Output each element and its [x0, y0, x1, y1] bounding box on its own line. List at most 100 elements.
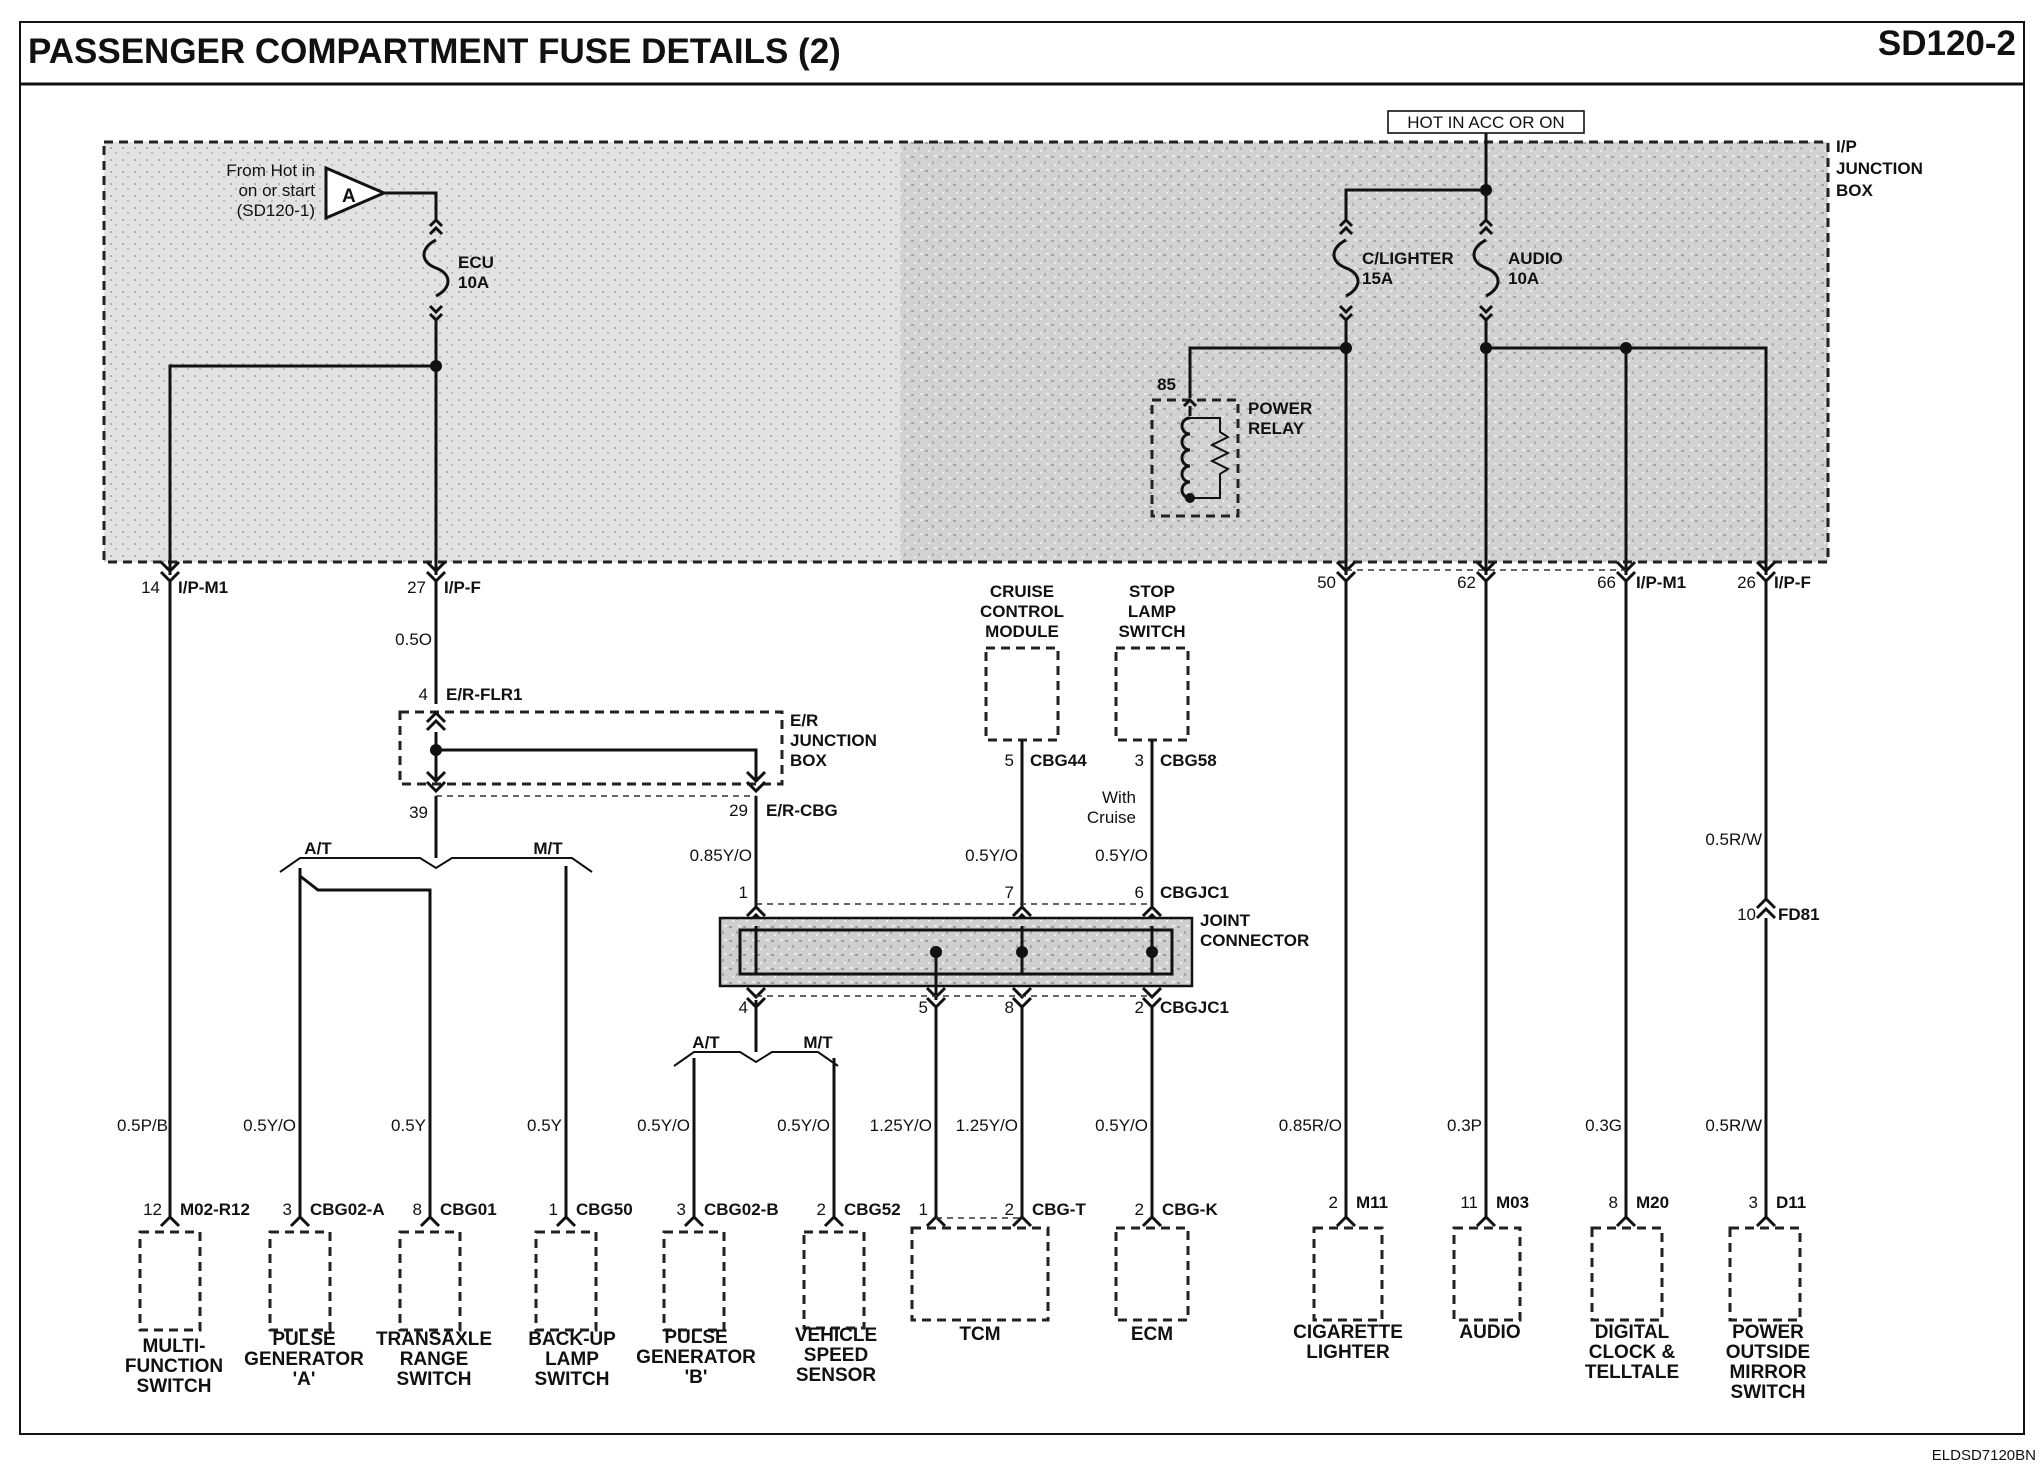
wire-color-05yo-pga: 0.5Y/O — [243, 1116, 296, 1135]
mirror-label-2: OUTSIDE — [1726, 1342, 1810, 1363]
fuse-clighter-top-clip — [1338, 217, 1354, 236]
backup-lamp-switch — [534, 1230, 598, 1332]
power-relay-resistor — [1190, 417, 1231, 499]
wire-ecu-to-m1 — [168, 364, 436, 575]
tcm-module — [910, 1226, 1050, 1322]
wire-color-05yo-cbg58: 0.5Y/O — [1095, 846, 1148, 865]
page-code: SD120-2 — [1878, 24, 2016, 63]
fuse-ecu-rating: 10A — [458, 273, 489, 292]
cig-label-1: CIGARETTE — [1293, 1322, 1403, 1343]
mirror-label-1: POWER — [1732, 1322, 1804, 1343]
stop-lamp-label-1: STOP — [1129, 582, 1175, 601]
pgb-label-2: GENERATOR — [636, 1347, 756, 1368]
mirror-pin: 3 — [1749, 1193, 1758, 1212]
wire-color-05yo-ecm: 0.5Y/O — [1095, 1116, 1148, 1135]
power-relay-label-1: POWER — [1248, 399, 1312, 418]
transaxle-label-1: TRANSAXLE — [376, 1329, 492, 1350]
power-relay-ground-dot — [1185, 493, 1195, 503]
ip-junction-box-shade — [900, 142, 1828, 562]
power-relay-pin: 85 — [1157, 375, 1176, 394]
transaxle-pin: 8 — [413, 1200, 422, 1219]
joint-connector-box — [718, 916, 1194, 988]
vss-connector: CBG52 — [844, 1200, 901, 1219]
ecm-connector: CBG-K — [1162, 1200, 1218, 1219]
with-cruise-1: With — [1102, 788, 1136, 807]
power-outside-mirror-switch — [1728, 1226, 1802, 1322]
jc-pin-1: 1 — [739, 883, 748, 902]
footer-code: ELDSD7120BN — [1932, 1447, 2036, 1464]
audio-label: AUDIO — [1459, 1322, 1520, 1343]
erjb-out-29-name: E/R-CBG — [766, 801, 838, 820]
fuse-clighter-icon — [1332, 238, 1360, 298]
clock-label-2: CLOCK & — [1589, 1342, 1676, 1363]
conn-14-pin: 14 — [141, 578, 160, 597]
conn-50-pin: 50 — [1317, 573, 1336, 592]
digital-clock-telltale — [1590, 1226, 1664, 1322]
fuse-audio-rating: 10A — [1508, 269, 1539, 288]
bottom-terminals — [159, 1214, 1777, 1228]
erjb-out-39-terminal — [425, 770, 447, 794]
er-junction-box — [398, 710, 784, 786]
transaxle-connector: CBG01 — [440, 1200, 497, 1219]
ecm-label: ECM — [1131, 1324, 1173, 1345]
fuse-ecu-icon — [422, 238, 450, 298]
erjb-in-pin: 4 — [419, 685, 428, 704]
conn-14-name: I/P-M1 — [178, 578, 228, 597]
vss-label-3: SENSOR — [796, 1365, 877, 1386]
from-hot-symbol — [324, 165, 388, 221]
backup-pin: 1 — [549, 1200, 558, 1219]
from-hot-line-1: From Hot in — [226, 161, 315, 180]
tcm-pin-b: 2 — [1005, 1200, 1014, 1219]
multifunction-label-1: MULTI- — [143, 1336, 206, 1357]
erjb-in-name: E/R-FLR1 — [446, 685, 523, 704]
erjb-out-39-pin: 39 — [409, 803, 428, 822]
power-relay-terminal — [1182, 397, 1198, 408]
pga-pin: 3 — [283, 1200, 292, 1219]
fuse-clighter-rating: 15A — [1362, 269, 1393, 288]
wire-color-085yo-top: 0.85Y/O — [690, 846, 752, 865]
conn-27-pin: 27 — [407, 578, 426, 597]
jc-splice-7 — [1016, 946, 1028, 958]
tcm-pin-a: 1 — [919, 1200, 928, 1219]
vehicle-speed-sensor — [802, 1230, 866, 1330]
backup-label-2: LAMP — [545, 1349, 599, 1370]
multifunction-pin: 12 — [143, 1200, 162, 1219]
audio-pin: 11 — [1460, 1193, 1478, 1212]
stop-lamp-pin: 3 — [1135, 751, 1144, 770]
joint-connector-bus — [738, 928, 1174, 976]
audio-unit — [1452, 1226, 1522, 1322]
backup-connector: CBG50 — [576, 1200, 633, 1219]
from-hot-line-3: (SD120-1) — [237, 201, 315, 220]
erjb-out-29-terminal — [745, 770, 767, 794]
wire-color-05y-tr: 0.5Y — [391, 1116, 426, 1135]
mirror-connector: D11 — [1776, 1193, 1806, 1212]
backup-label-3: SWITCH — [535, 1369, 610, 1390]
branch-mt-2: M/T — [803, 1033, 833, 1052]
fuse-clighter-name: C/LIGHTER — [1362, 249, 1454, 268]
from-hot-line-2: on or start — [238, 181, 315, 200]
with-cruise-2: Cruise — [1087, 808, 1136, 827]
conn-66-name: I/P-M1 — [1636, 573, 1686, 592]
transaxle-label-3: SWITCH — [397, 1369, 472, 1390]
wire-to-clighter — [1344, 188, 1486, 222]
fuse-audio-top-clip — [1478, 217, 1494, 236]
wire-color-125yo-a: 1.25Y/O — [870, 1116, 932, 1135]
erjb-label-2: JUNCTION — [790, 731, 877, 750]
conn-62-pin: 62 — [1457, 573, 1476, 592]
jc-pin-8: 8 — [1005, 998, 1014, 1017]
stop-lamp-label-2: LAMP — [1128, 602, 1176, 621]
wire-color-05yo-pgb: 0.5Y/O — [637, 1116, 690, 1135]
jc-top-name: CBGJC1 — [1160, 883, 1229, 902]
backup-label-1: BACK-UP — [528, 1329, 616, 1350]
wire-color-05yo-vss: 0.5Y/O — [777, 1116, 830, 1135]
vss-pin: 2 — [817, 1200, 826, 1219]
wire-color-125yo-b: 1.25Y/O — [956, 1116, 1018, 1135]
cruise-module-label-2: CONTROL — [980, 602, 1064, 621]
conn-66-pin: 66 — [1597, 573, 1616, 592]
pga-connector: CBG02-A — [310, 1200, 385, 1219]
ecm-module — [1114, 1226, 1190, 1322]
branch-at-mt-2 — [673, 1051, 839, 1067]
erjb-label-1: E/R — [790, 711, 818, 730]
pulse-generator-b — [662, 1230, 726, 1332]
